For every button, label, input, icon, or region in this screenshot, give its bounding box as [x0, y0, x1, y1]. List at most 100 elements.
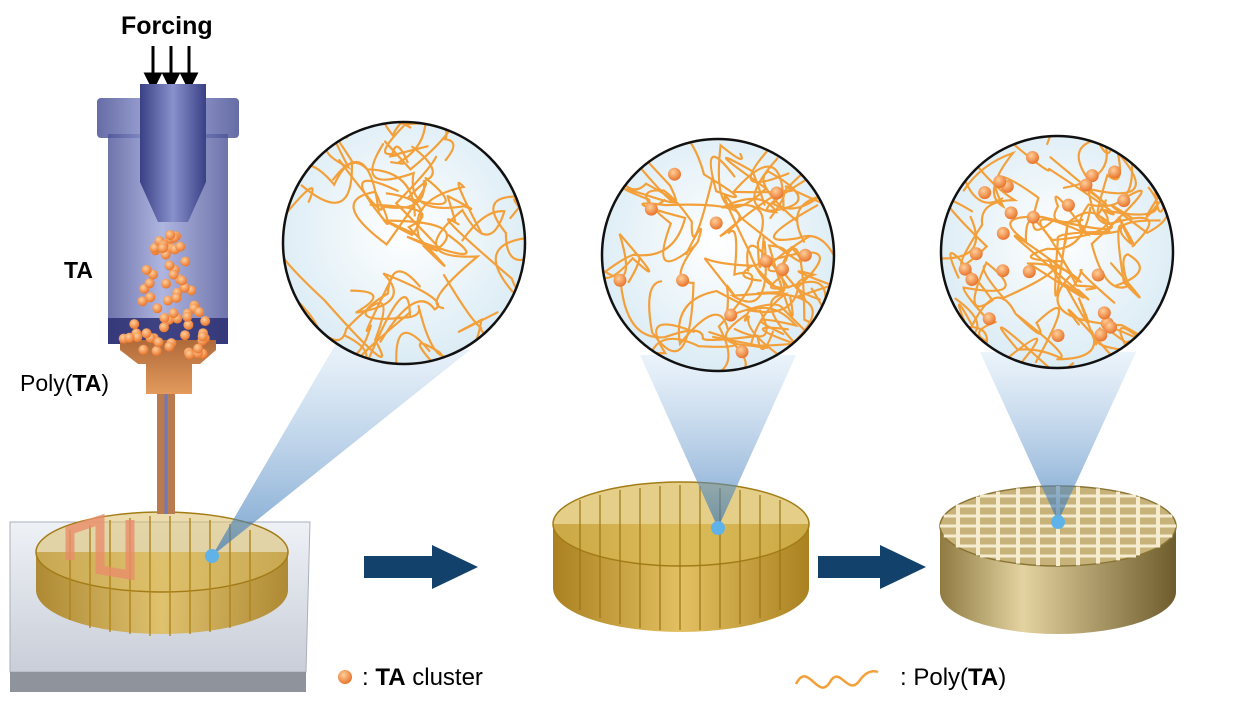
polymer-chain: [999, 313, 1090, 368]
ta-cluster-dot: [776, 262, 789, 276]
polymer-chain: [299, 122, 353, 204]
legend-ta-cluster-icon: [338, 670, 352, 684]
poly-ta-label: Poly(TA): [20, 370, 110, 396]
ta-cluster-dot: [164, 260, 175, 271]
zoom-point-2: [711, 521, 725, 535]
ta-cluster-dot: [141, 328, 152, 339]
polymer-chain: [955, 136, 1159, 216]
polymer-chain: [941, 136, 1004, 204]
ta-cluster-dot: [171, 292, 182, 303]
legend-ta-cluster: : TA cluster: [362, 664, 483, 691]
ta-cluster-dot: [168, 269, 179, 280]
polymer-chain: [283, 161, 416, 226]
ta-cluster-dot: [159, 322, 169, 333]
ta-cluster-dot: [141, 264, 152, 275]
polymer-chain: [620, 139, 737, 199]
ta-cluster-dot: [969, 247, 983, 261]
polymer-chain: [724, 240, 814, 347]
ta-cluster-dot: [1085, 169, 1099, 183]
polymer-chain: [1090, 189, 1143, 289]
polymer-chain: [795, 270, 834, 314]
ta-cluster-dot: [137, 296, 148, 307]
ta-cluster-dot: [759, 254, 773, 268]
ta-cluster-dot: [735, 345, 749, 359]
ta-cluster-dot: [770, 186, 784, 200]
polymer-chain: [689, 229, 754, 371]
zoom-point-1: [205, 549, 219, 563]
polymer-chain: [749, 139, 822, 184]
polymer-chain: [772, 204, 834, 302]
polymer-chain: [1054, 211, 1112, 297]
ta-cluster-dot: [132, 332, 143, 343]
ta-cluster-dot: [176, 275, 187, 286]
polymer-chain: [703, 257, 762, 315]
polymer-chain: [1039, 195, 1109, 242]
ta-cluster-dots-nozzle: [118, 230, 211, 360]
polymer-chain: [382, 122, 427, 165]
ta-cluster-dot: [798, 248, 812, 262]
zoom-circle-3: [939, 134, 1175, 370]
ta-cluster-dot: [1108, 165, 1122, 179]
ta-cluster-dot: [668, 167, 681, 181]
polymer-chain: [283, 245, 385, 358]
polymer-chain: [384, 122, 489, 171]
ta-cluster-dot: [613, 273, 627, 287]
ta-cluster-dot: [193, 343, 204, 354]
polymer-chain: [812, 330, 834, 371]
ta-cluster-dot: [1104, 320, 1117, 334]
ta-cluster-dot: [1026, 210, 1040, 224]
ta-cluster-dot: [996, 264, 1010, 278]
polymer-chain: [361, 155, 449, 250]
zoom-point-3: [1051, 515, 1065, 529]
ta-cluster-dot: [982, 312, 996, 326]
ta-cluster-dot: [180, 256, 191, 267]
forcing-label: Forcing: [121, 12, 213, 40]
ta-cluster-dot: [183, 319, 194, 330]
ta-cluster-dot: [1097, 306, 1111, 320]
polymer-chain: [805, 142, 834, 190]
ta-cluster-dot: [138, 344, 149, 355]
polymer-chain: [1062, 136, 1129, 189]
ta-cluster-dot: [164, 341, 175, 352]
polymer-chain: [338, 159, 447, 246]
ta-cluster-dot: [153, 337, 164, 348]
ta-cluster-dot: [129, 319, 140, 330]
process-arrow-2: [818, 545, 926, 589]
ta-cluster-dot: [1091, 268, 1105, 282]
polymer-chain: [1013, 234, 1150, 344]
ta-cluster-dot: [144, 278, 155, 289]
polymer-chain: [1110, 216, 1161, 299]
ta-cluster-dot: [965, 273, 979, 286]
process-arrow-1: [364, 545, 478, 589]
polymer-chain: [1158, 273, 1173, 367]
ta-cluster-dot: [182, 311, 193, 322]
ta-cluster-dot: [644, 202, 658, 216]
printed-disk-1: [35, 511, 289, 636]
polymer-chain: [648, 227, 702, 353]
polymer-chain: [712, 292, 797, 349]
ta-cluster-dot: [709, 216, 723, 230]
ta-cluster-dot: [165, 230, 176, 240]
ta-cluster-dot: [180, 330, 190, 341]
legend-poly-ta: : Poly(TA): [900, 664, 1007, 691]
ta-cluster-dot: [184, 349, 195, 360]
polymer-chain: [971, 337, 1041, 368]
ta-cluster-dot: [149, 243, 160, 253]
ta-cluster-dot: [161, 278, 172, 289]
ta-cluster-dot: [724, 308, 738, 322]
ta-cluster-dot: [1004, 206, 1018, 220]
ta-cluster-dot: [197, 331, 208, 342]
ta-cluster-dot: [1022, 265, 1036, 279]
ta-cluster-dot: [157, 243, 168, 254]
zoom-beam-2: [640, 355, 796, 528]
polymer-chain: [350, 272, 440, 343]
polymer-chain: [1093, 327, 1173, 368]
ta-cluster-dot: [676, 273, 690, 287]
ta-cluster-dot: [200, 316, 211, 326]
ta-cluster-dot: [159, 313, 170, 323]
ta-cluster-dot: [145, 292, 156, 303]
polymer-chain: [941, 342, 991, 368]
ta-cluster-dot: [978, 186, 992, 200]
polymer-chain: [941, 320, 997, 368]
